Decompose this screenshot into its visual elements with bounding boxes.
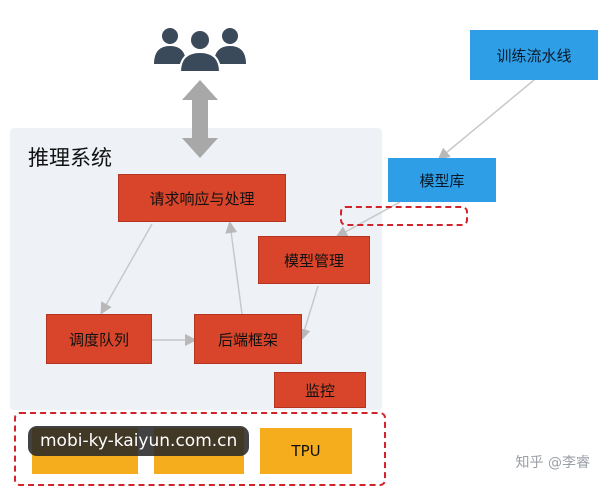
backend-to-request-line	[225, 221, 243, 315]
brand-watermark: 知乎 @李睿	[515, 455, 590, 471]
site-watermark: mobi-ky-kaiyun.com.cn	[28, 426, 250, 456]
scheduling-queue-node[interactable]: 调度队列	[46, 314, 152, 364]
panel-title: 推理系统	[28, 146, 112, 170]
tpu-node[interactable]: TPU	[260, 428, 352, 474]
monitoring-node[interactable]: 监控	[274, 372, 366, 408]
repo-link-highlight	[340, 206, 468, 226]
model-management-node[interactable]: 模型管理	[258, 236, 370, 284]
request-handling-node[interactable]: 请求响应与处理	[118, 174, 286, 222]
training-to-repo-line	[437, 79, 535, 160]
backend-framework-node[interactable]: 后端框架	[194, 314, 302, 364]
training-pipeline-node[interactable]: 训练流水线	[470, 30, 598, 80]
users-group-icon	[154, 28, 246, 73]
model-repository-node[interactable]: 模型库	[388, 158, 496, 202]
user-system-double-arrow	[182, 80, 218, 158]
request-to-scheduler-line	[100, 223, 153, 315]
hardware-highlight	[14, 412, 386, 486]
mgmt-to-backend-line	[298, 285, 319, 341]
